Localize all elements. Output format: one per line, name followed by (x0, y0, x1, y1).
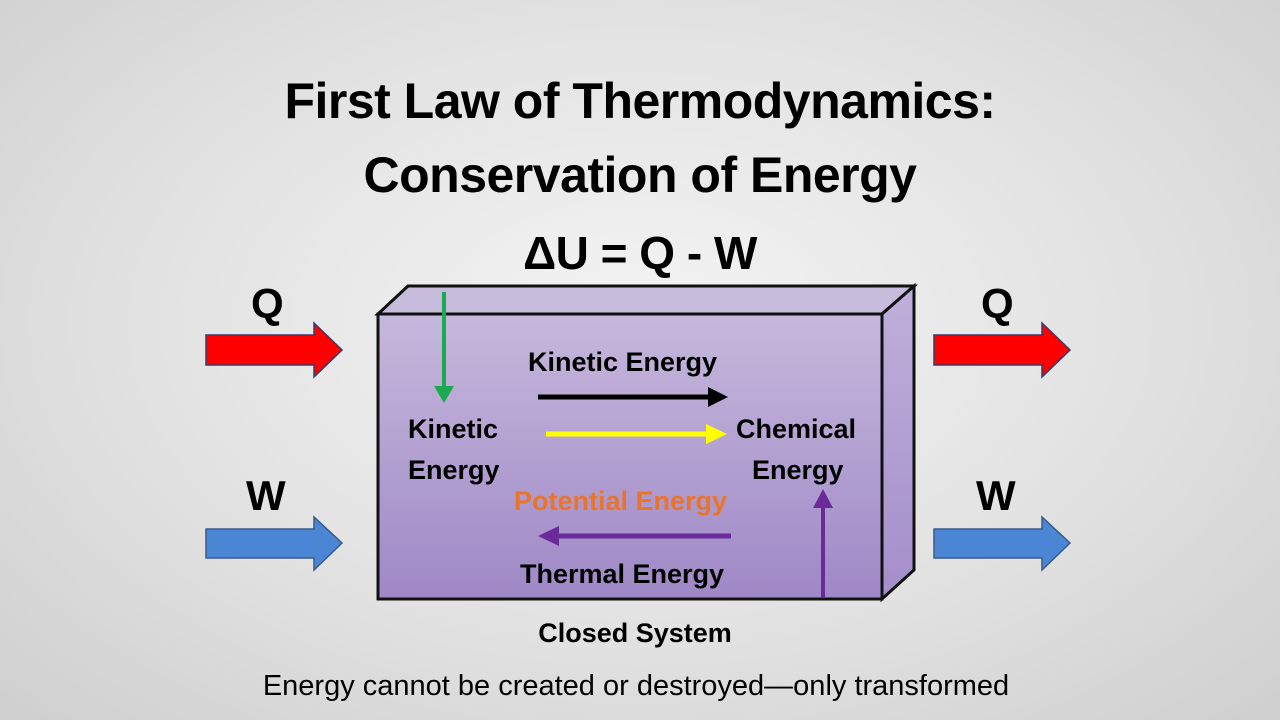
right-chemical-label-1: Chemical (736, 414, 857, 444)
heat-input-arrow (205, 321, 344, 379)
work-input-arrow (205, 515, 344, 572)
black-right-arrow (538, 387, 728, 407)
right-chemical-label-2: Energy (752, 455, 844, 485)
purple-left-arrow (538, 526, 731, 546)
title-line-2: Conservation of Energy (363, 147, 918, 203)
box-side-face (880, 282, 916, 603)
title-line-1: First Law of Thermodynamics: (284, 73, 996, 129)
closed-system-caption: Closed System (538, 618, 732, 648)
heat-output-arrow (933, 321, 1072, 379)
work-input-label: W (246, 472, 286, 519)
work-output-arrow (933, 515, 1072, 572)
equation: ΔU = Q - W (523, 227, 757, 279)
green-down-arrow (434, 292, 454, 403)
purple-up-arrow (813, 489, 833, 598)
heat-input-label: Q (251, 280, 284, 327)
thermal-energy-label: Thermal Energy (520, 559, 725, 589)
potential-energy-label: Potential Energy (514, 486, 728, 516)
box-top-face (374, 284, 918, 316)
left-kinetic-label-2: Energy (408, 455, 500, 485)
footer-statement: Energy cannot be created or destroyed—on… (262, 670, 1010, 702)
heat-output-label: Q (981, 280, 1014, 327)
yellow-right-arrow (546, 424, 727, 444)
box-front-face (376, 312, 884, 601)
left-kinetic-label-1: Kinetic (408, 414, 499, 444)
work-output-label: W (976, 472, 1016, 519)
top-kinetic-energy-label: Kinetic Energy (528, 347, 718, 377)
